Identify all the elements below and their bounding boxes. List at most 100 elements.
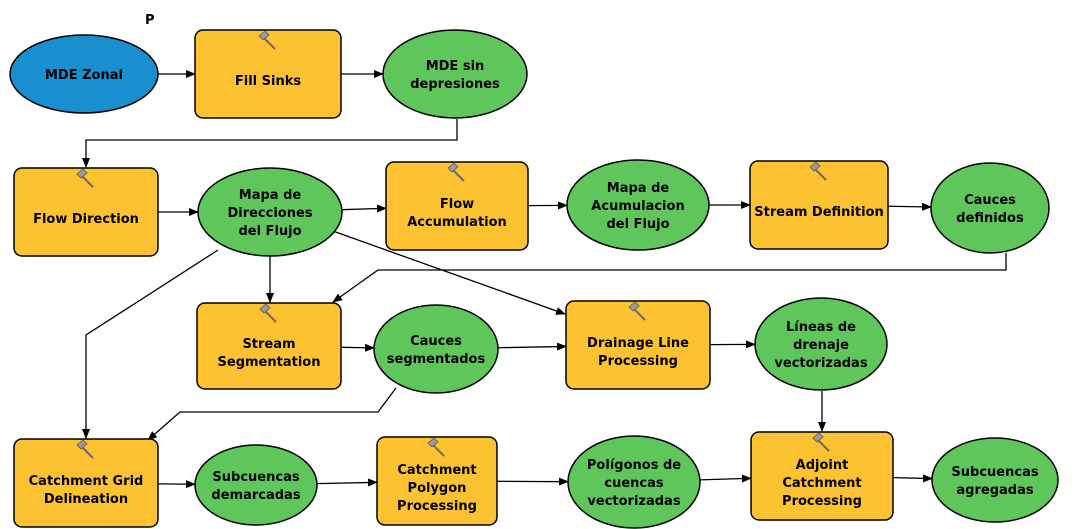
node-label-line: drenaje [793, 338, 849, 353]
node-label-line: Stream [242, 337, 295, 352]
tool-box [750, 431, 894, 521]
node-label-line: Líneas de [786, 320, 856, 335]
node-label-line: demarcadas [211, 488, 300, 503]
node-label-line: Segmentation [218, 355, 321, 370]
node-cauces-definidos[interactable]: Cauces definidos [930, 162, 1050, 254]
tool-box [565, 300, 711, 390]
edge-adjoint_catchment_processing-to-subcuencas_agregadas [892, 474, 934, 483]
output-ellipse [382, 29, 528, 119]
input-ellipse [9, 34, 159, 114]
hammer-icon [812, 432, 830, 452]
output-ellipse [566, 159, 710, 251]
tool-box [749, 160, 889, 250]
node-label-line: Catchment [397, 463, 476, 478]
hammer-icon [427, 437, 445, 457]
node-label-line: del Flujo [238, 224, 301, 239]
node-label-line: Subcuencas [212, 470, 299, 485]
node-poligonos-cuencas[interactable]: Polígonos de cuencas vectorizadas [567, 435, 701, 529]
node-cauces-segmentados[interactable]: Cauces segmentados [373, 304, 499, 394]
node-label-line: Accumulation [407, 215, 507, 230]
hammer-icon [628, 301, 646, 321]
tool-box [13, 167, 159, 257]
node-label-line: Stream Definition [754, 205, 883, 220]
node-label-line: segmentados [387, 352, 486, 367]
node-label-line: Flow [440, 197, 474, 212]
nodes-layer: MDE Zonal Fill Sinks MDE sin depresionesFlo… [9, 29, 1059, 529]
node-label-line: definidos [956, 211, 1024, 226]
node-label-line: Acumulacion [591, 199, 684, 214]
tool-box [376, 436, 498, 526]
node-label-line: Processing [397, 499, 477, 514]
tool-box [13, 438, 159, 528]
node-label-line: Adjoint [796, 458, 849, 473]
node-mde-zonal[interactable]: MDE Zonal [9, 34, 159, 114]
node-label-line: del Flujo [606, 217, 669, 232]
edge-mapa_direcciones-to-flow_accumulation [341, 204, 387, 213]
node-label-line: agregadas [956, 483, 1033, 498]
node-label-line: Polígonos de [587, 458, 681, 473]
output-ellipse [567, 435, 701, 529]
edge-stream_segmentation-to-cauces_segmentados [340, 343, 376, 352]
output-ellipse [373, 304, 499, 394]
edges-layer [82, 70, 1007, 489]
output-ellipse [194, 444, 318, 526]
hammer-icon [447, 162, 465, 182]
node-mde-sin-depresiones[interactable]: MDE sin depresiones [382, 29, 528, 119]
edge-cauces_definidos-to-stream_segmentation [332, 253, 1007, 303]
hammer-icon [259, 303, 277, 323]
node-label-line: vectorizadas [587, 494, 680, 509]
node-label-line: depresiones [410, 77, 500, 92]
output-ellipse [931, 437, 1059, 523]
node-label-line: Fill Sinks [235, 74, 301, 89]
node-label-line: Flow Direction [33, 212, 139, 227]
node-label-line: cuencas [604, 476, 664, 491]
edge-poligonos_cuencas-to-adjoint_catchment_processing [699, 474, 752, 483]
node-label-line: Polygon [408, 481, 467, 496]
hammer-icon [76, 439, 94, 459]
node-label-line: Mapa de [239, 188, 302, 203]
node-mapa-acumulacion[interactable]: Mapa de Acumulacion del Flujo [566, 159, 710, 251]
tool-box [196, 302, 342, 390]
node-flow-direction[interactable]: Flow Direction [13, 167, 159, 257]
node-subcuencas-agregadas[interactable]: Subcuencas agregadas [931, 437, 1059, 523]
node-label-line: Catchment Grid [29, 474, 144, 489]
node-label-line: Direcciones [227, 206, 312, 221]
node-label-line: Subcuencas [951, 465, 1038, 480]
node-fill-sinks[interactable]: Fill Sinks [194, 29, 342, 119]
model-parameter-marker: P [145, 13, 155, 28]
node-label-line: Processing [782, 494, 862, 509]
hammer-icon [809, 161, 827, 181]
edge-mapa_direcciones-to-drainage_line_processing [329, 229, 566, 315]
node-label-line: MDE sin [426, 59, 485, 74]
edge-mde_sin_depresiones-to-flow_direction [82, 119, 458, 168]
node-subcuencas-demarcadas[interactable]: Subcuencas demarcadas [194, 444, 318, 526]
edge-mapa_direcciones-to-catchment_grid_delineation [82, 249, 219, 439]
node-label-line: Cauces [964, 193, 1016, 208]
output-ellipse [197, 167, 343, 257]
edge-subcuencas_demarcadas-to-catchment_polygon_processing [316, 478, 378, 487]
edge-cauces_segmentados-to-drainage_line_processing [497, 342, 567, 351]
node-label-line: MDE Zonal [45, 68, 123, 83]
edge-cauces_segmentados-to-catchment_grid_delineation [147, 387, 397, 441]
hammer-icon [258, 30, 276, 50]
edge-stream_definition-to-cauces_definidos [887, 202, 933, 211]
node-label-line: Processing [598, 354, 678, 369]
node-mapa-direcciones[interactable]: Mapa de Direcciones del Flujo [197, 167, 343, 257]
tool-box [194, 29, 342, 119]
output-ellipse [930, 162, 1050, 254]
hammer-icon [76, 168, 94, 188]
node-stream-definition[interactable]: Stream Definition [749, 160, 889, 250]
node-label-line: Delineation [44, 492, 128, 507]
node-label-line: Catchment [782, 476, 861, 491]
tool-box [385, 161, 529, 251]
node-label-line: Mapa de [607, 181, 670, 196]
node-label-line: Cauces [410, 334, 462, 349]
